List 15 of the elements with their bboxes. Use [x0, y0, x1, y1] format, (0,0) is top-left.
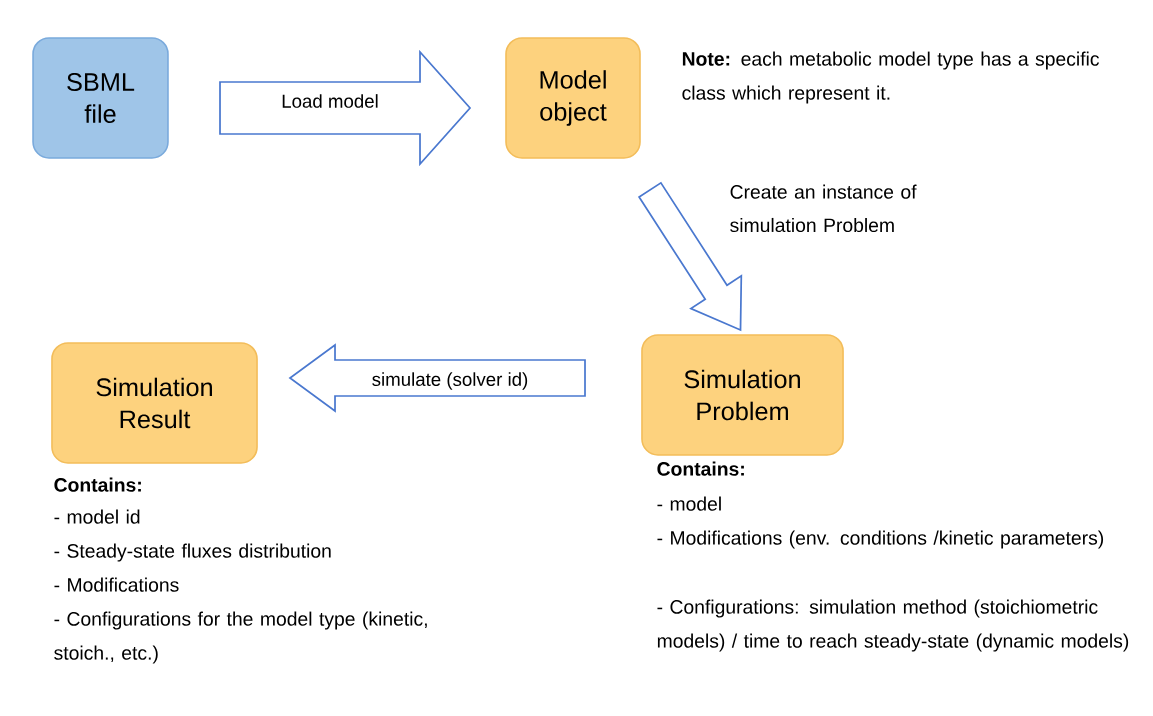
- note-text: Note: each metabolic model type has a specific class which represent it.: [682, 51, 1099, 104]
- list-item: - Modifications: [54, 577, 179, 592]
- list-item: - model: [657, 496, 721, 511]
- process-box: Simulation Result: [51, 342, 258, 464]
- process-box: Model object: [505, 37, 641, 159]
- process-box: SBML file: [32, 37, 169, 159]
- list-item: - Steady-state fluxes distribution: [54, 543, 331, 562]
- list-item: - model id: [54, 509, 140, 524]
- edge-label: simulate (solver id): [370, 370, 530, 391]
- list-item: - Configurations for the model type (kinetic, stoich., etc.): [54, 611, 427, 664]
- block-arrow: [219, 49, 472, 167]
- list-item: - Configurations: simulation method (stoichiometric models) / time to reach steady-state (dynamic models): [657, 599, 1129, 652]
- edge-label: Create an instance of simulation Problem: [730, 184, 917, 233]
- list-item: - Modifications (env. conditions /kinetic parameters): [657, 530, 1104, 549]
- process-box: Simulation Problem: [641, 334, 844, 456]
